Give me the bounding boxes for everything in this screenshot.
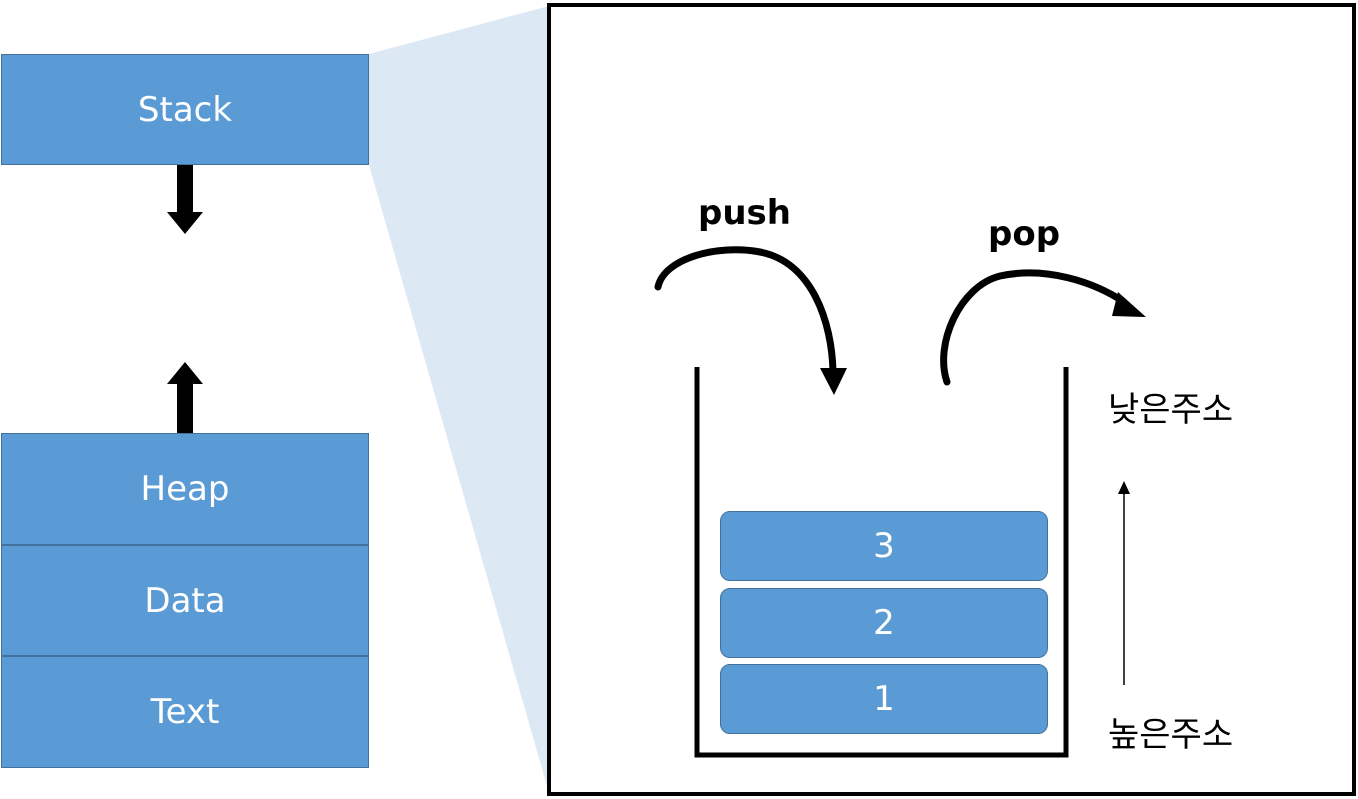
segment-heap-label: Heap	[140, 469, 230, 509]
stack-item-label: 3	[873, 526, 895, 566]
stack-item: 3	[720, 511, 1048, 581]
stack-item-label: 2	[873, 603, 895, 643]
push-arrow	[654, 246, 847, 395]
stack-detail-panel	[547, 3, 1356, 796]
address-direction-arrow	[1118, 481, 1130, 685]
low-address-label: 낮은주소	[1108, 390, 1234, 430]
stack-container	[694, 367, 1069, 758]
stack-item: 1	[720, 664, 1048, 734]
segment-text: Text	[1, 656, 369, 768]
push-label: push	[698, 193, 791, 233]
high-address-label: 높은주소	[1108, 715, 1234, 755]
segment-data: Data	[1, 545, 369, 656]
pop-arrow	[940, 269, 1146, 386]
pop-label: pop	[988, 214, 1061, 254]
segment-stack: Stack	[1, 54, 369, 165]
heap-growth-arrow	[167, 362, 203, 433]
segment-text-label: Text	[150, 692, 220, 732]
segment-stack-label: Stack	[137, 89, 233, 130]
segment-heap: Heap	[1, 433, 369, 545]
stack-item: 2	[720, 588, 1048, 658]
stack-item-label: 1	[873, 679, 895, 719]
zoom-projection	[369, 6, 549, 793]
stack-growth-arrow	[167, 165, 203, 234]
segment-data-label: Data	[144, 580, 226, 621]
